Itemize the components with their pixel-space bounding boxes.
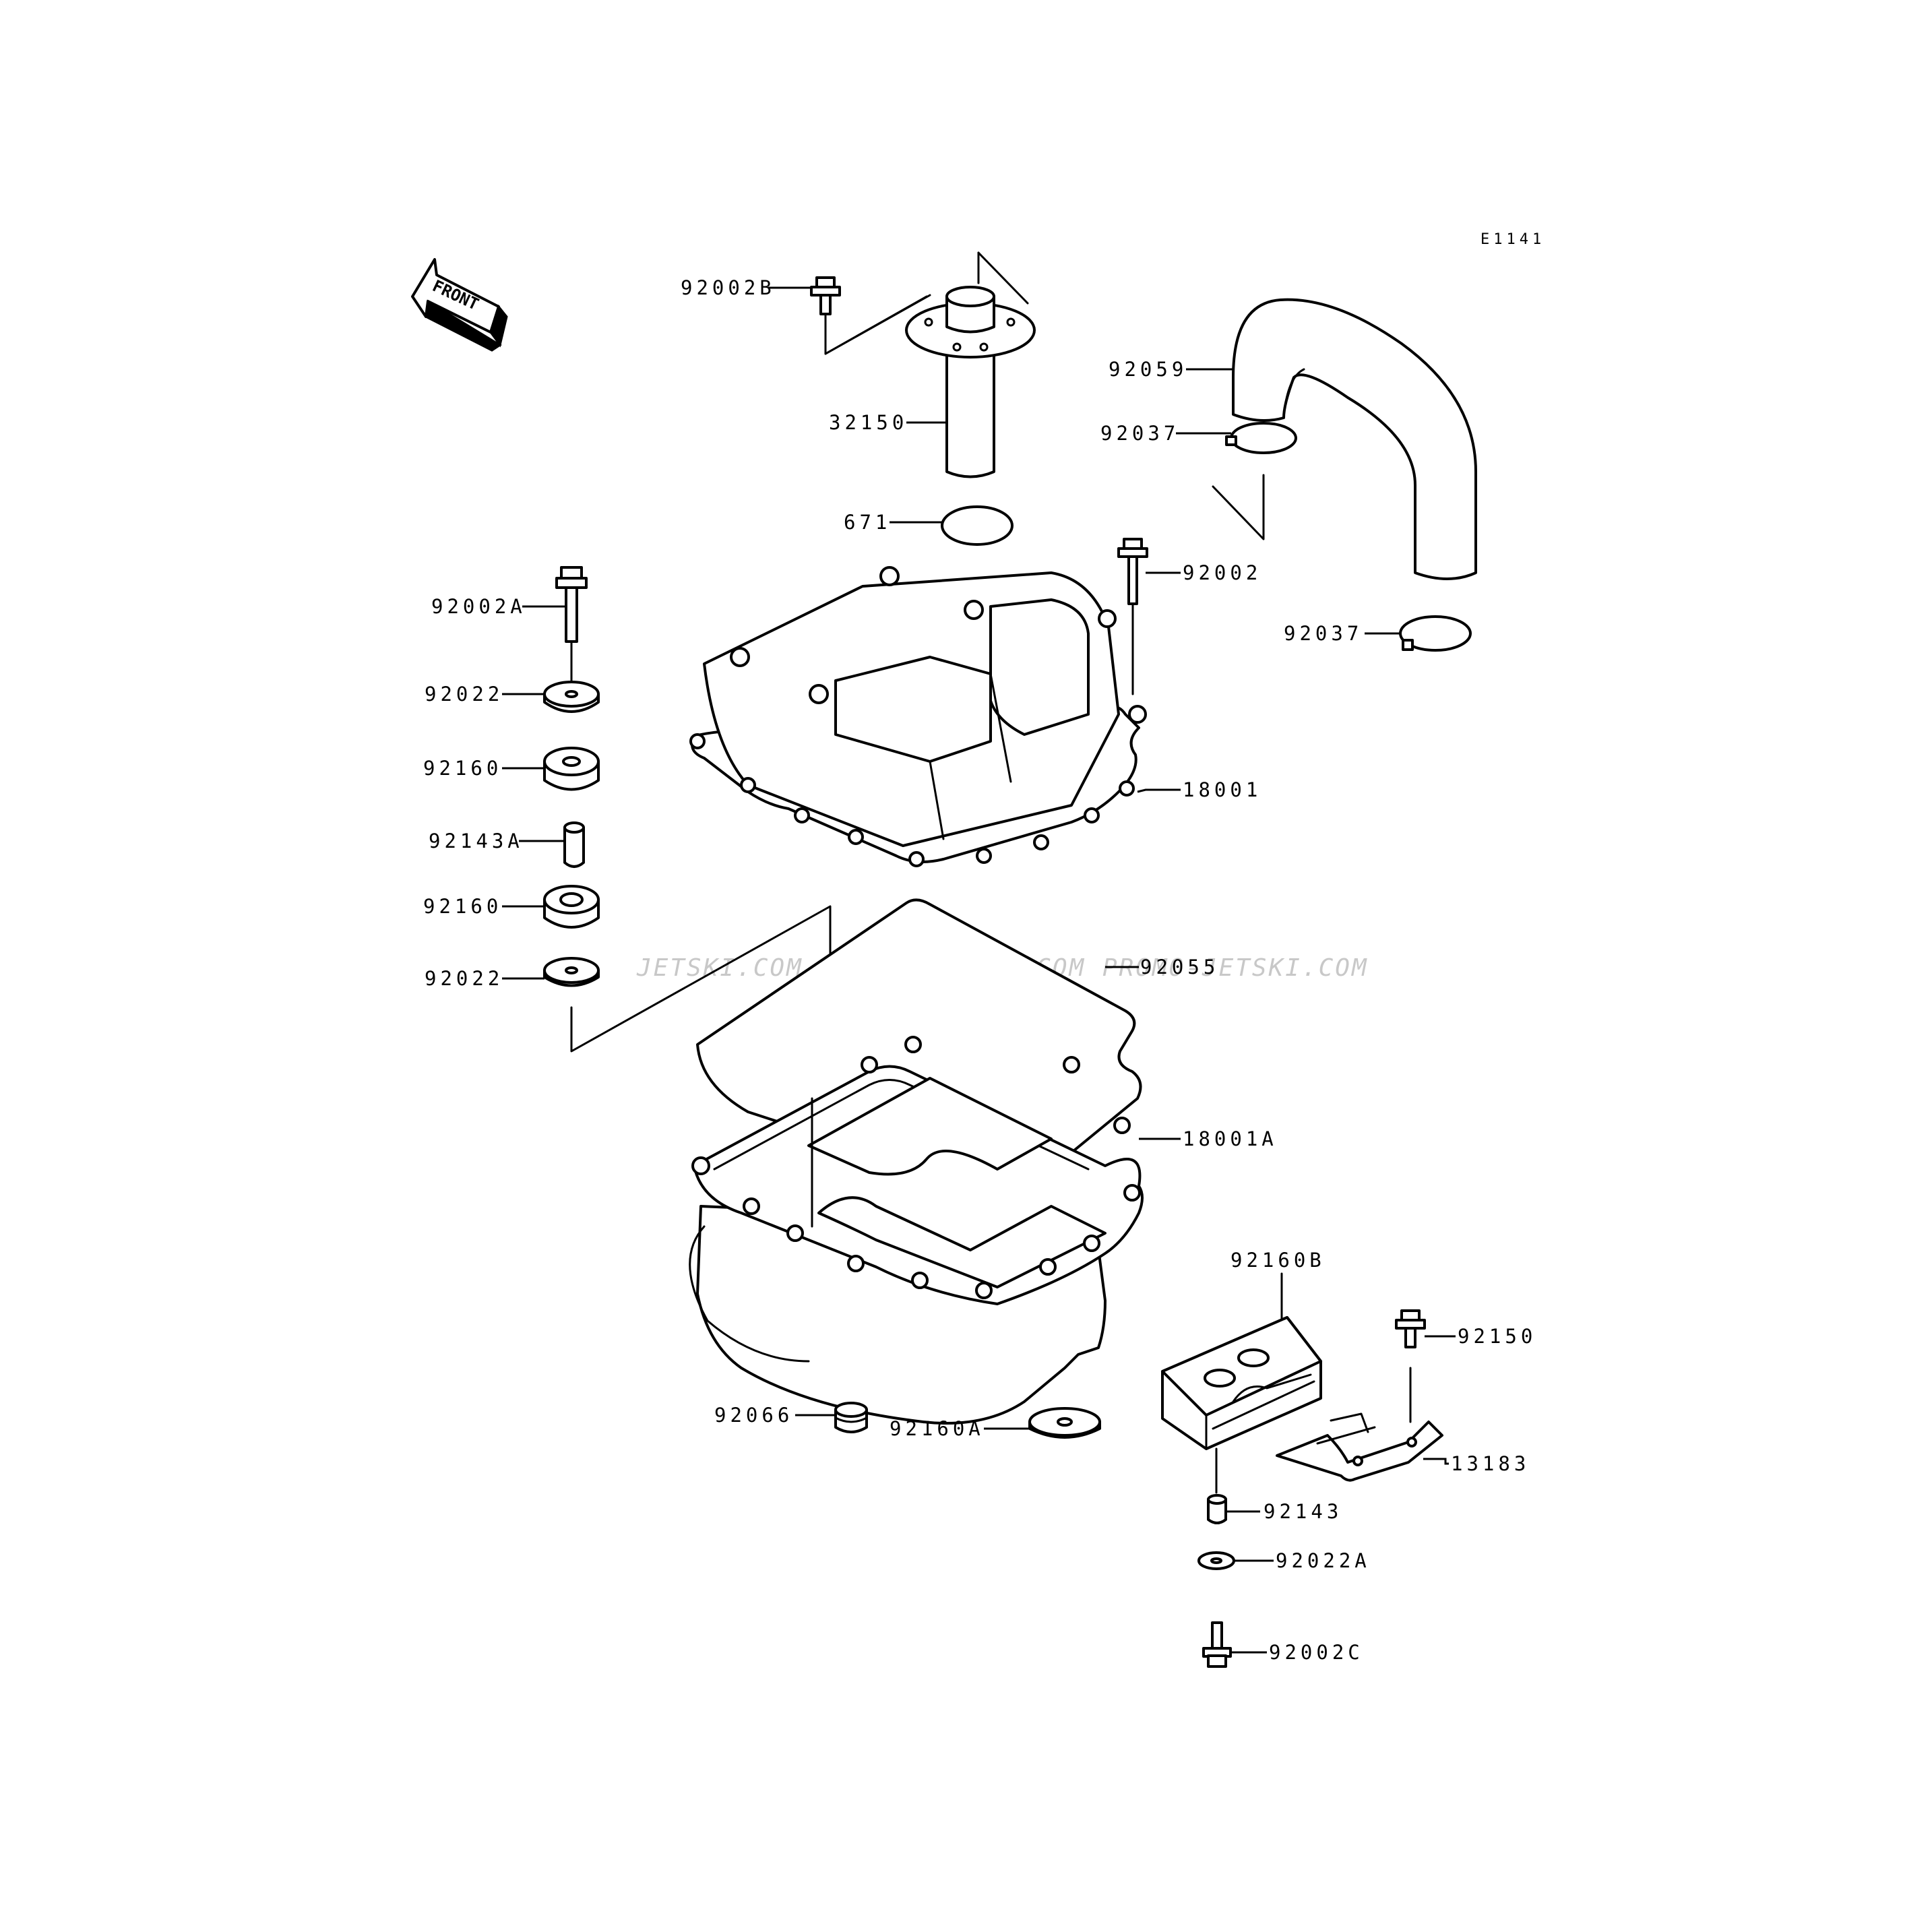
callout-92160A: 92160A xyxy=(890,1417,985,1440)
callout-92160B: 92160B xyxy=(1230,1249,1326,1272)
plug-92066 xyxy=(834,1402,868,1433)
callout-92002C: 92002C xyxy=(1269,1641,1364,1664)
callout-92002: 92002 xyxy=(1183,561,1261,584)
clamp-92037-bottom xyxy=(1399,615,1472,652)
callout-92066: 92066 xyxy=(714,1404,793,1427)
collar-92143A xyxy=(563,821,585,868)
upper-cover-18001 xyxy=(689,566,1147,867)
callout-92002A: 92002A xyxy=(431,595,526,618)
bolt-92002A xyxy=(555,566,588,682)
bolt-92002C xyxy=(1202,1621,1232,1668)
lower-case-18001A xyxy=(689,1036,1144,1425)
bracket-13183 xyxy=(1276,1412,1443,1482)
callout-92160-bottom: 92160 xyxy=(423,895,502,918)
callout-92143: 92143 xyxy=(1264,1500,1342,1523)
clamp-92037-top xyxy=(1212,422,1297,540)
callout-92022-top: 92022 xyxy=(425,683,503,706)
callout-92037-bottom: 92037 xyxy=(1284,622,1363,645)
callout-13183: 13183 xyxy=(1451,1452,1530,1475)
bolt-92002B xyxy=(810,276,931,355)
callout-92143A: 92143A xyxy=(429,830,524,852)
callout-92037-top: 92037 xyxy=(1100,422,1179,445)
hose-92059 xyxy=(1232,298,1477,580)
damper-92160A xyxy=(1028,1407,1101,1439)
damper-92160-bottom xyxy=(543,885,600,929)
bolt-92150 xyxy=(1395,1309,1426,1423)
leader-lines xyxy=(502,286,1456,1654)
bolt-92002 xyxy=(1117,538,1148,695)
damper-block-92160B xyxy=(1161,1272,1322,1494)
callout-18001A: 18001A xyxy=(1183,1127,1278,1150)
o-ring-671 xyxy=(941,505,1014,546)
callout-92055: 92055 xyxy=(1140,956,1219,978)
callout-92022-bottom: 92022 xyxy=(425,967,503,990)
washer-92022-top xyxy=(543,681,600,713)
washer-92022A xyxy=(1197,1551,1235,1570)
breather-pipe-32150 xyxy=(905,251,1036,478)
washer-92022-bottom xyxy=(543,957,600,987)
callout-92022A: 92022A xyxy=(1276,1549,1371,1572)
callout-18001: 18001 xyxy=(1183,778,1261,801)
callout-32150: 32150 xyxy=(829,411,908,434)
diagram-code: E1141 xyxy=(1481,231,1545,248)
callout-92002B: 92002B xyxy=(681,276,776,299)
callout-92059: 92059 xyxy=(1109,358,1187,381)
callout-92150: 92150 xyxy=(1458,1325,1536,1348)
callout-92160-top: 92160 xyxy=(423,757,502,780)
collar-92143 xyxy=(1207,1494,1227,1524)
damper-92160-top xyxy=(543,747,600,791)
front-arrow-icon: FRONT xyxy=(411,258,508,352)
callout-671: 671 xyxy=(844,511,891,534)
